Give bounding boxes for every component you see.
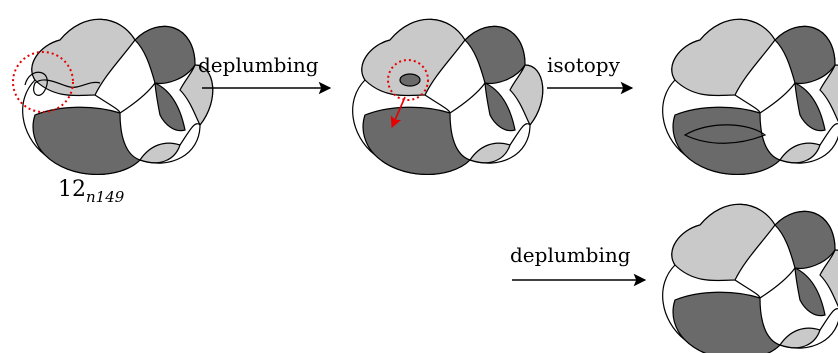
highlight-circle-1 (12, 51, 74, 113)
small-disk (399, 73, 421, 87)
step2-label: isotopy (547, 53, 621, 77)
knot-name-label: 12n149 (58, 177, 125, 206)
highlight-circle-2 (387, 59, 429, 101)
red-pointer-arrow (390, 96, 406, 129)
surface-figure-2 (352, 18, 544, 176)
surface-figure-4 (662, 203, 838, 353)
surface-figure-3 (662, 18, 838, 176)
step3-label: deplumbing (510, 243, 631, 267)
kink-curve (24, 71, 101, 96)
surface-figure-1 (12, 18, 214, 176)
step1-label: deplumbing (198, 53, 319, 77)
extra-loop (683, 124, 767, 144)
